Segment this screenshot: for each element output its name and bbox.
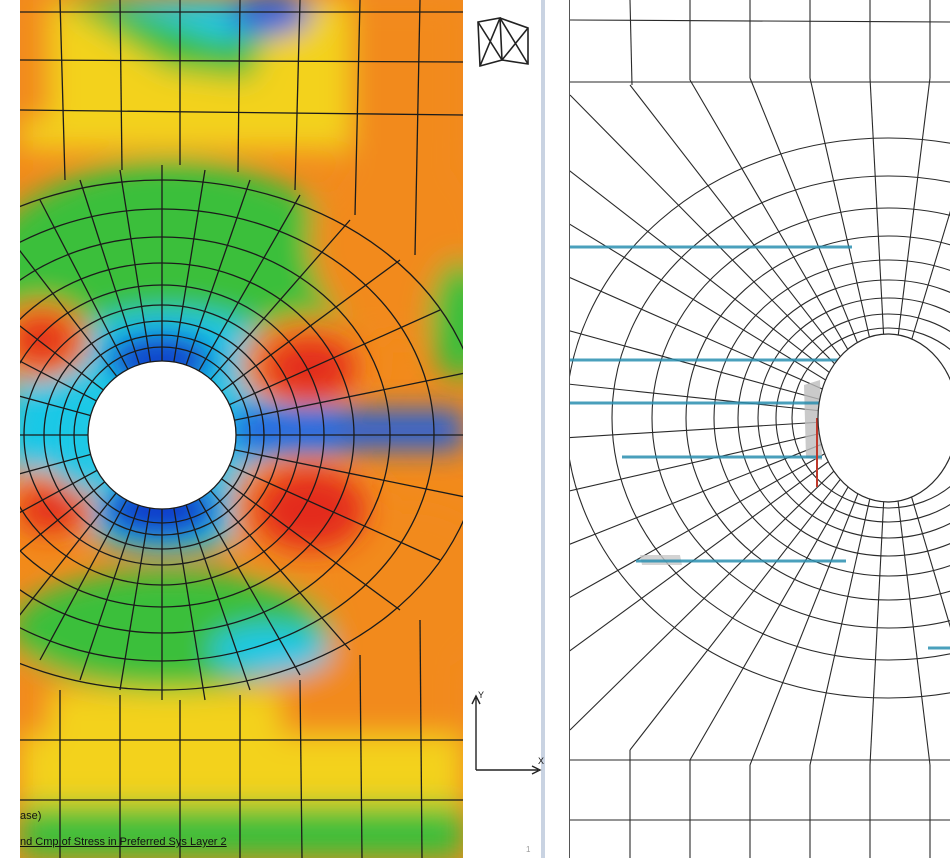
- result-type-label: nd Cmp of Stress in Preferred Sys Layer …: [20, 836, 227, 848]
- mesh-ring-lines: [20, 179, 463, 691]
- y-axis-label: Y: [478, 690, 485, 700]
- left-margin: [0, 0, 20, 858]
- mesh-wireframe-plot: [570, 0, 950, 858]
- wire-outer-grid: [570, 0, 950, 858]
- stress-contour-viewport[interactable]: [20, 0, 463, 858]
- stress-contour-plot: [20, 0, 463, 858]
- splitter[interactable]: [541, 0, 545, 858]
- mesh-outer-grid: [20, 0, 463, 858]
- mesh-wireframe-viewport[interactable]: [569, 0, 950, 858]
- load-case-label: ase): [20, 810, 42, 822]
- view-cube-icon[interactable]: [472, 14, 534, 74]
- path-lines: [570, 245, 950, 650]
- x-axis-label: X: [538, 756, 545, 766]
- scroll-marker: 1: [526, 845, 531, 854]
- hole: [817, 333, 950, 503]
- wire-ring-lines: [570, 137, 950, 699]
- hole: [87, 360, 237, 510]
- axis-triad: Y X: [470, 690, 545, 780]
